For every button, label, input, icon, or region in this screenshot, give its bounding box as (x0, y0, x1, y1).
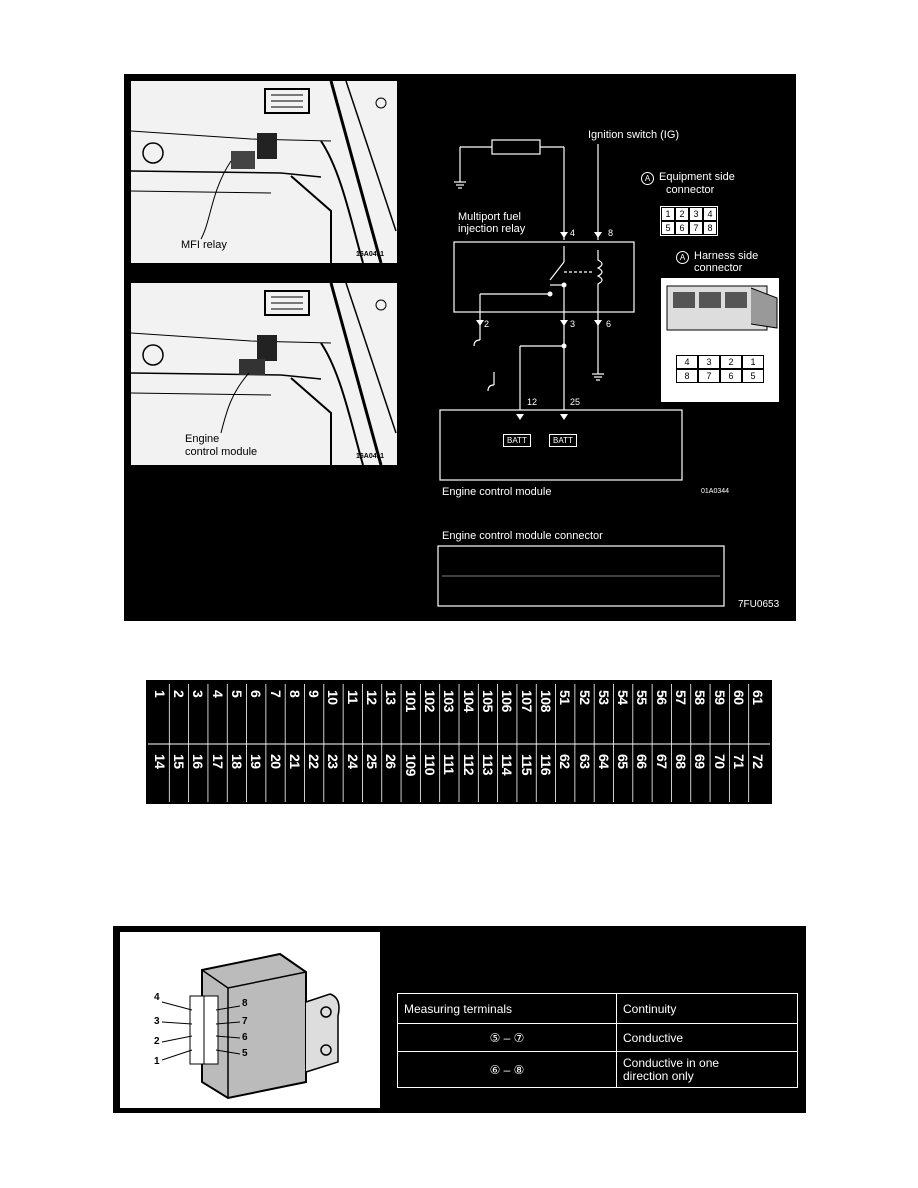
equipment-pin: 6 (675, 221, 689, 235)
relay-pin-4: 4 (570, 228, 576, 238)
relay-pin-label-1: 1 (154, 1056, 160, 1067)
photo1-code: 16A0411 (356, 251, 385, 258)
equipment-connector-label-line1: Equipment side (659, 171, 735, 183)
mfi-relay-photo: MFI relay 16A0411 (130, 80, 398, 264)
vehicle-interior-drawing-1 (131, 81, 397, 263)
harness-connector-label-line2: connector (694, 262, 743, 274)
row2-continuity-line1: Conductive in one (623, 1055, 720, 1070)
equipment-side-connector: 1 2 3 4 5 6 7 8 (660, 206, 718, 236)
equipment-pin: 2 (675, 207, 689, 221)
harness-connector-label-line1: Harness side (694, 250, 759, 262)
equipment-pin: 5 (661, 221, 675, 235)
harness-pin: 8 (676, 369, 698, 383)
relay-pin-label-8: 8 (242, 998, 248, 1009)
equipment-pin: 4 (703, 207, 717, 221)
ecm-connector-label: Engine control module connector (442, 530, 603, 542)
row1-terminals: ⑤ – ⑦ (397, 1023, 617, 1052)
row1-continuity: Conductive (616, 1023, 798, 1052)
relay-label-line1: Multiport fuel (458, 211, 521, 223)
relay-pin-label-7: 7 (242, 1016, 248, 1027)
ignition-switch-label: Ignition switch (IG) (588, 129, 680, 141)
header-continuity: Continuity (616, 993, 798, 1024)
ecm-label: Engine control module (442, 486, 552, 498)
relay-pin-label-2: 2 (154, 1036, 160, 1047)
row2-continuity-line2: direction only (623, 1068, 694, 1083)
relay-illustration: 4 3 2 1 8 7 6 5 (119, 931, 381, 1109)
harness-pin: 5 (742, 369, 764, 383)
header-measuring-terminals: Measuring terminals (397, 993, 617, 1024)
harness-pin: 6 (720, 369, 742, 383)
row2-continuity: Conductive in one direction only (616, 1051, 798, 1088)
harness-connector-illustration: 4 3 2 1 8 7 6 5 (661, 278, 779, 402)
relay-pin-2: 2 (484, 319, 490, 329)
equipment-pin: 1 (661, 207, 675, 221)
ecm-pin-25: 25 (570, 397, 581, 407)
equipment-pin: 3 (689, 207, 703, 221)
harness-connector-drawing (666, 285, 778, 331)
harness-pin: 1 (742, 355, 764, 369)
engine-control-module-photo: Engine control module 16A0411 (130, 282, 398, 466)
harness-pin: 4 (676, 355, 698, 369)
relay-pin-label-5: 5 (242, 1048, 248, 1059)
relay-pin-8: 8 (608, 228, 614, 238)
figure-code: 7FU0653 (738, 599, 780, 610)
photo2-code: 16A0411 (356, 453, 385, 460)
mfi-relay-label: MFI relay (181, 239, 227, 251)
batt-box-2: BATT (549, 434, 577, 447)
connector-grid-lines (148, 684, 770, 802)
table-row: ⑤ – ⑦ Conductive (397, 1023, 798, 1052)
circle-a-harness: A (676, 251, 689, 264)
equipment-connector-label-line2: connector (666, 184, 715, 196)
relay-pin-3: 3 (570, 319, 576, 329)
table-row: ⑥ – ⑧ Conductive in one direction only (397, 1051, 798, 1088)
table-header-row: Measuring terminals Continuity (397, 993, 798, 1024)
harness-code: 5EL1800 (733, 395, 762, 402)
continuity-table: Measuring terminals Continuity ⑤ – ⑦ Con… (397, 993, 798, 1088)
relay-pin-label-3: 3 (154, 1016, 160, 1027)
batt-box-1: BATT (503, 434, 531, 447)
relay-label-line2: injection relay (458, 223, 526, 235)
relay-pin-label-4: 4 (154, 992, 160, 1003)
harness-side-connector: 4 3 2 1 8 7 6 5 (675, 354, 765, 384)
equipment-pin: 7 (689, 221, 703, 235)
ecm-label-line2: control module (185, 446, 258, 458)
harness-pin: 3 (698, 355, 720, 369)
harness-pin: 2 (720, 355, 742, 369)
relay-pin-label-6: 6 (242, 1032, 248, 1043)
ecm-pin-12: 12 (527, 397, 538, 407)
vehicle-interior-drawing-2 (131, 283, 397, 465)
circle-a-equipment: A (641, 172, 654, 185)
diagram-code: 01A0344 (701, 488, 730, 495)
relay-pin-6: 6 (606, 319, 612, 329)
harness-pin: 7 (698, 369, 720, 383)
equipment-pin: 8 (703, 221, 717, 235)
relay-drawing (161, 952, 340, 1100)
ecm-label-line1: Engine (185, 433, 220, 445)
wiring-diagram (437, 139, 725, 607)
row2-terminals: ⑥ – ⑧ (397, 1051, 617, 1088)
